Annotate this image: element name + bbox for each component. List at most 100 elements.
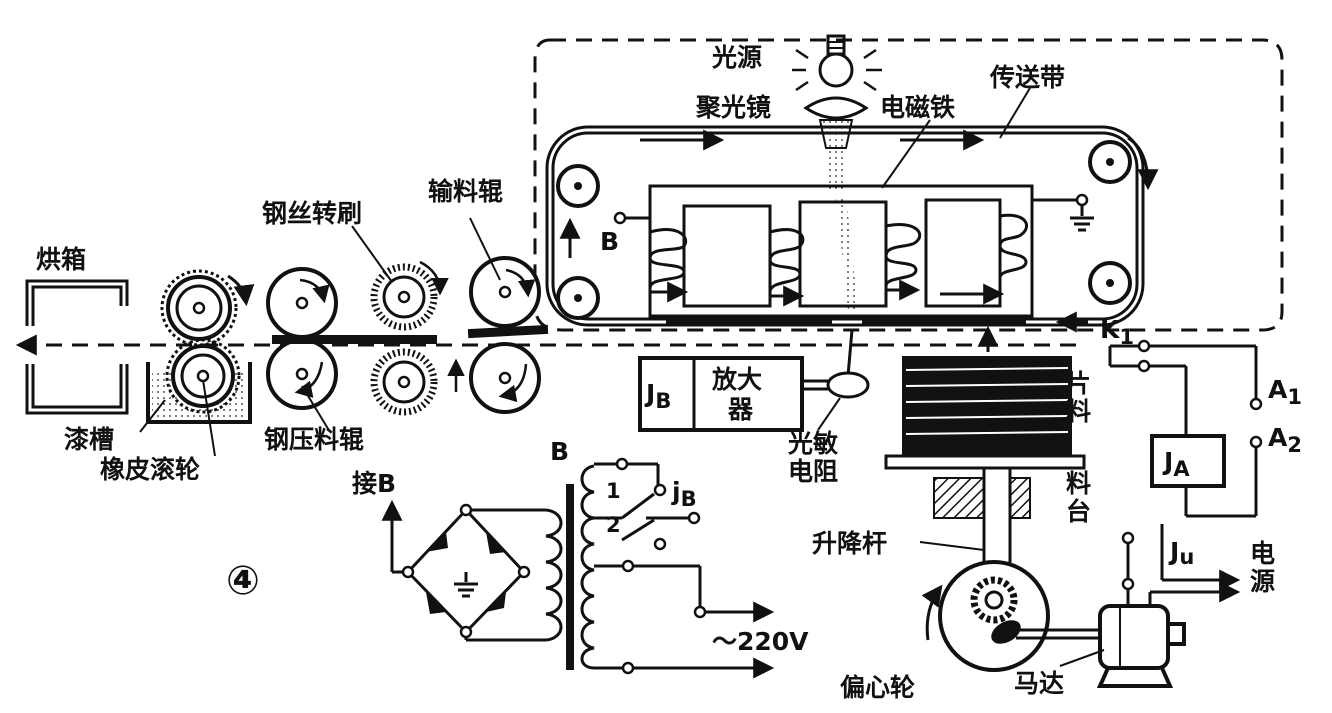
tap-terminal: [653, 537, 667, 551]
table-guide: [933, 477, 1031, 519]
transformer-secondary-coil: [545, 508, 563, 642]
sheet-strip: [467, 324, 549, 339]
rubber-roller-leader: [202, 379, 216, 457]
steel-press-roller-bottom: [266, 338, 338, 410]
terminal: [1137, 339, 1151, 353]
terminal: [401, 565, 415, 579]
electromagnet-assembly: [622, 184, 1094, 318]
worm-gear: [991, 620, 1021, 644]
photoresistor-lead: [846, 329, 854, 377]
table-label: 台: [1066, 497, 1091, 526]
eccentric-gear-icon: [970, 576, 1018, 624]
terminal: [517, 565, 531, 579]
eccentric-gear-icon: [984, 590, 1004, 610]
steel-press-roller-label: 钢压料辊: [264, 425, 364, 454]
terminal: [459, 503, 473, 517]
diode-icon: [426, 532, 506, 614]
terminal: [1075, 193, 1089, 207]
sheet-stack: [902, 356, 1072, 456]
light-source-label: 光源: [711, 43, 762, 72]
photoresistor: [826, 371, 870, 399]
tap-terminal: [653, 483, 667, 497]
power-label: 电: [1250, 539, 1275, 568]
motor-power-wiring: [1126, 524, 1241, 606]
tap-2-label: 2: [606, 513, 621, 537]
paint-tank-leader: [139, 399, 166, 433]
condenser-lens: [803, 96, 869, 120]
feed-roller-label: 输料辊: [428, 177, 503, 206]
terminal: [1137, 359, 1151, 373]
rotation-arrow-icon: [921, 584, 943, 641]
sheet-label: 料: [1066, 397, 1091, 426]
sheet-strip: [272, 335, 437, 344]
table-label: 料: [1066, 469, 1091, 498]
amplifier-label: 放大: [711, 365, 762, 394]
motor-icon: [1096, 604, 1186, 688]
tap-terminal: [615, 457, 629, 471]
light-beam: [828, 150, 846, 190]
rubber-roller: [165, 338, 241, 414]
feed-roller-leader: [469, 217, 501, 281]
feed-roller-top: [469, 256, 541, 328]
steel-press-roller-leader: [301, 385, 331, 433]
jb-box-label: JB: [644, 379, 671, 413]
feed-roller-bottom: [469, 342, 541, 414]
oven: [25, 279, 129, 415]
paint-tank-label: 漆槽: [64, 425, 114, 454]
wire-brush-top: [370, 260, 449, 331]
a1-label: A1: [1268, 375, 1302, 409]
a2-label: A2: [1268, 423, 1302, 457]
terminal: [1121, 577, 1135, 591]
oven-label: 烘箱: [36, 245, 86, 274]
terminal: [1121, 531, 1135, 545]
terminal: [459, 625, 473, 639]
wire-brush-leader: [351, 225, 393, 283]
power-label: 源: [1250, 567, 1275, 596]
tap-terminal: [693, 605, 707, 619]
ja-label: JA: [1162, 447, 1190, 481]
amplifier-unit: [638, 356, 804, 432]
electromagnet-coils: [648, 213, 1028, 307]
k1-label: K1: [1100, 315, 1134, 349]
terminal-a1: [1249, 397, 1263, 411]
point-b-label: B: [600, 227, 619, 256]
belt-direction-arrow-icon: [1127, 136, 1159, 191]
rubber-roller-label: 橡皮滚轮: [100, 455, 200, 484]
conveyor-belt-leader: [999, 87, 1031, 139]
photoresistor-leader: [817, 397, 841, 431]
photoresistor-label: 光敏: [787, 429, 838, 458]
lens-holder: [818, 119, 854, 149]
figure-number: ④: [226, 558, 260, 604]
connect-b-label: 接B: [352, 469, 396, 498]
amplifier-label: 器: [727, 395, 754, 424]
electromagnet-leader: [881, 119, 931, 189]
k1-circuit: [1108, 344, 1258, 518]
sheet-strip: [666, 318, 832, 326]
transformer-b-label: B: [550, 437, 569, 466]
eccentric-label: 偏心轮: [840, 673, 915, 702]
ja-relay-box: [1150, 434, 1226, 488]
motor-leader: [1059, 649, 1105, 667]
rotation-arrow-icon: [227, 274, 255, 307]
terminal-a2: [1249, 435, 1263, 449]
conveyor-belt-label: 传送带: [989, 63, 1065, 92]
upper-coating-roller: [160, 269, 238, 347]
transformer-primary-coil: [580, 464, 595, 670]
sheet-label: 片: [1066, 369, 1091, 398]
transformer-core: [566, 484, 574, 670]
material-table: [884, 454, 1086, 470]
dashed-enclosure: [533, 38, 1284, 332]
ju-label: Ju: [1168, 537, 1194, 569]
condenser-lens-label: 聚光镜: [695, 93, 771, 122]
sheet-strip: [862, 318, 1026, 326]
terminal-b: [613, 211, 627, 225]
light-bulb-icon: [792, 34, 882, 92]
electromagnet-label: 电磁铁: [880, 93, 955, 122]
jb-switch-label: jB: [671, 477, 697, 511]
lift-rod-leader: [919, 541, 985, 551]
tap-terminal: [621, 559, 635, 573]
motor-label: 马达: [1014, 669, 1064, 698]
wire-brush-bottom: [370, 348, 465, 416]
eccentric-wheel: [938, 560, 1050, 672]
